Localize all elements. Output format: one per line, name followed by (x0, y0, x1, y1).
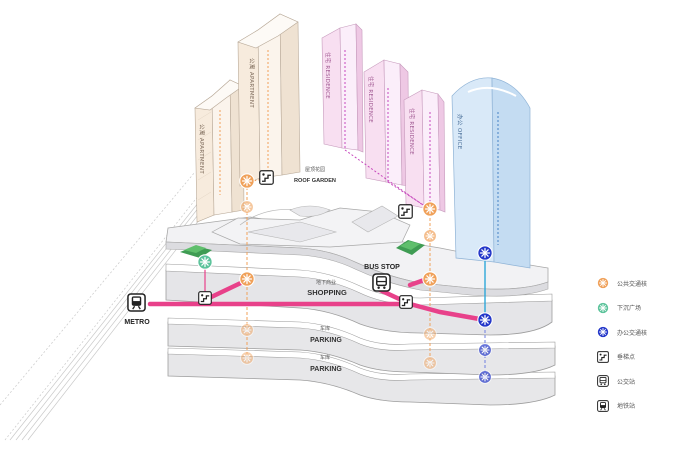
label-apartment-left: 公寓 APARTMENT (198, 124, 206, 174)
orange-core-shopping-left (239, 271, 255, 287)
legend-item-metro-station: 地铁站 (596, 399, 674, 413)
legend-label: 垂梯点 (617, 354, 636, 362)
blue-core-parking2 (478, 370, 492, 384)
green-core-plaza (197, 254, 213, 270)
orange-circulation-core-icon (596, 276, 610, 290)
legend: 公共交通核 下沉广场 办公交通核 垂梯点 公交站 地铁站 (596, 276, 674, 424)
legend-item-public-core: 公共交通核 (596, 276, 674, 290)
legend-item-elevator: 垂梯点 (596, 350, 674, 364)
legend-item-sunken-plaza: 下沉广场 (596, 301, 674, 315)
elevator-icon (596, 350, 610, 364)
podium-roof-garden (211, 205, 411, 248)
plaza-trees-right (396, 240, 425, 255)
orange-core-parking2-left (240, 351, 254, 365)
orange-core-shopping-right (422, 271, 438, 287)
orange-core-parking1-right (423, 327, 437, 341)
elevator-icon-shopping-right (399, 295, 413, 309)
label-roof-garden-en: ROOF GARDEN (294, 178, 336, 184)
residence-tower-3 (403, 89, 446, 213)
legend-label: 下沉广场 (617, 305, 642, 313)
apartment-tower-middle (237, 13, 301, 187)
label-parking1-zh: 车库 (320, 325, 330, 332)
parking-level-2 (167, 347, 556, 406)
parking-level-1 (167, 317, 556, 376)
orange-core-apartment-roof (240, 200, 254, 214)
elevator-icon-residence (398, 204, 413, 219)
blue-office-core-icon (596, 325, 610, 339)
orange-core-residence-top (422, 201, 438, 217)
label-residence-3: 住宅 RESIDENCE (408, 108, 416, 155)
label-shopping-zh: 地下商业 (316, 279, 336, 286)
bus-icon (596, 374, 610, 388)
legend-item-office-core: 办公交通核 (596, 325, 674, 339)
orange-core-parking1-left (240, 323, 254, 337)
label-bus-stop: BUS STOP (364, 264, 400, 271)
blue-core-shopping (477, 312, 493, 328)
label-parking2-en: PARKING (310, 366, 342, 373)
orange-core-apartment-top (239, 173, 255, 189)
label-office: 办公 OFFICE (456, 114, 464, 150)
bus-icon (372, 273, 391, 292)
label-residence-2: 住宅 RESIDENCE (367, 76, 375, 123)
label-residence-1: 住宅 RESIDENCE (324, 52, 332, 99)
orange-core-parking2-right (423, 356, 437, 370)
metro-icon (127, 293, 146, 312)
label-metro: METRO (124, 319, 150, 326)
metro-connection-line (147, 275, 488, 323)
elevator-icon-shopping-left (198, 291, 212, 305)
green-sunken-plaza-icon (596, 301, 610, 315)
legend-item-bus-stop: 公交站 (596, 374, 674, 388)
legend-label: 办公交通核 (617, 329, 648, 337)
metro-icon (596, 399, 610, 413)
blue-core-office-ground (477, 245, 493, 261)
office-tower (451, 77, 531, 269)
label-apartment-mid: 公寓 APARTMENT (248, 58, 256, 108)
legend-label: 公共交通核 (617, 280, 648, 288)
legend-label: 地铁站 (617, 403, 636, 411)
elevator-icon-apartment (259, 170, 274, 185)
legend-label: 公交站 (617, 378, 636, 386)
label-parking1-en: PARKING (310, 337, 342, 344)
orange-core-residence-roof (423, 229, 437, 243)
blue-core-parking1 (478, 343, 492, 357)
label-roof-garden-zh: 屋顶花园 (305, 166, 325, 173)
label-shopping-en: SHOPPING (307, 288, 347, 297)
label-parking2-zh: 车库 (320, 354, 330, 361)
